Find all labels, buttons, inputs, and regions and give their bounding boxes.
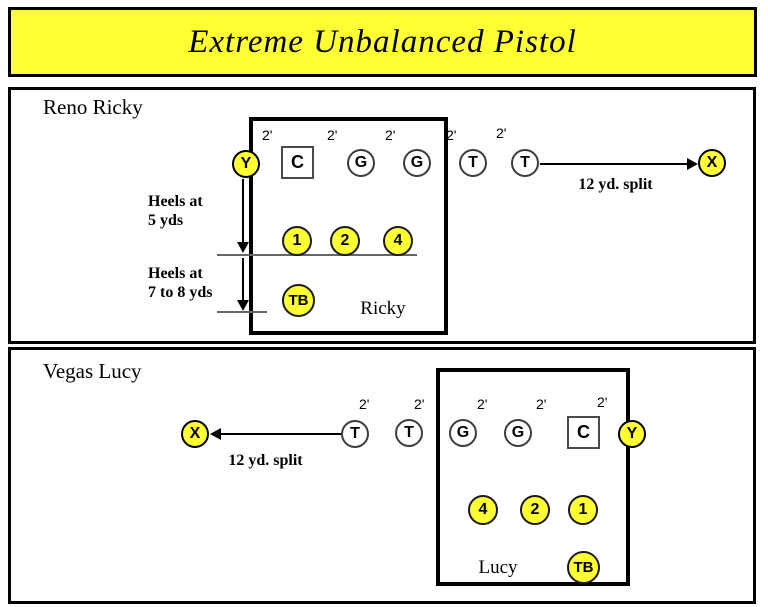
spacing-label: 2' [536,396,547,412]
arrow-shaft [220,433,341,435]
depth-line-5yd [217,254,417,256]
player-g1-ricky: G [347,149,375,177]
player-g1-lucy: G [449,419,477,447]
panel-reno-ricky [8,87,756,344]
tailback-lucy: TB [567,551,600,584]
split-arrow-lucy [210,428,341,440]
spacing-label: 2' [597,394,608,410]
back-2-ricky: 2 [330,226,360,256]
player-y-lucy: Y [618,420,646,448]
back-1-lucy: 1 [568,495,598,525]
heels-5yd-line1: Heels at [148,193,203,210]
depth-arrow-5yd [237,179,249,253]
formation-box-lucy [436,368,630,586]
player-g2-lucy: G [504,419,532,447]
player-t1-lucy: T [341,420,369,448]
split-distance-label-ricky: 12 yd. split [578,176,653,193]
player-y-ricky: Y [232,150,260,178]
arrow-head-down-icon [237,300,249,311]
heels-7yd-label: Heels at 7 to 8 yds [148,265,212,303]
spacing-label: 2' [359,396,370,412]
arrow-shaft [242,179,244,242]
player-c-ricky: C [281,146,314,179]
back-4-ricky: 4 [383,226,413,256]
back-4-lucy: 4 [468,495,498,525]
back-1-ricky: 1 [282,226,312,256]
arrow-head-down-icon [237,242,249,253]
tailback-ricky: TB [282,284,315,317]
spacing-label: 2' [327,127,338,143]
spacing-label: 2' [477,396,488,412]
panel-title-vegas-lucy: Vegas Lucy [43,359,142,383]
formation-box-ricky [249,117,448,335]
split-arrow-ricky [540,158,698,170]
spacing-label: 2' [496,125,507,141]
spacing-label: 2' [385,127,396,143]
panel-vegas-lucy [8,347,756,604]
spacing-label: 2' [414,396,425,412]
split-distance-label-lucy: 12 yd. split [228,452,303,469]
heels-7yd-line2: 7 to 8 yds [148,283,213,301]
depth-arrow-7yd [237,258,249,311]
back-2-lucy: 2 [520,495,550,525]
player-t2-lucy: T [395,419,423,447]
arrow-head-right-icon [687,158,698,170]
panel-title-reno-ricky: Reno Ricky [43,95,143,119]
player-g2-ricky: G [403,149,431,177]
heels-5yd-label: Heels at 5 yds [148,193,203,231]
play-sheet-title: Extreme Unbalanced Pistol [188,23,577,60]
arrow-shaft [242,258,244,301]
formation-name-lucy: Lucy [478,557,518,578]
spacing-label: 2' [446,127,457,143]
arrow-head-left-icon [210,428,221,440]
arrow-shaft [540,163,688,165]
player-x-lucy: X [181,420,209,448]
player-t2-ricky: T [511,149,539,177]
spacing-label: 2' [262,127,273,143]
title-bar: Extreme Unbalanced Pistol [8,7,757,77]
player-x-ricky: X [698,149,726,177]
player-c-lucy: C [567,416,600,449]
depth-line-7yd [217,311,267,313]
player-t1-ricky: T [459,149,487,177]
heels-7yd-line1: Heels at [148,265,203,282]
formation-name-ricky: Ricky [360,298,406,319]
heels-5yd-line2: 5 yds [148,211,184,229]
